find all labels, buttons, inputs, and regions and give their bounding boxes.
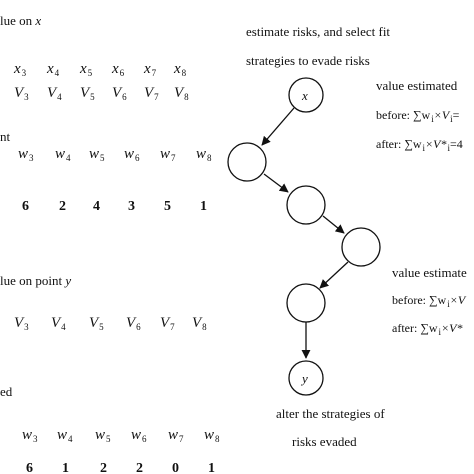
node-y (288, 360, 324, 396)
weight-label: nt (0, 129, 11, 144)
value-estimated-1: value estimated (376, 78, 458, 93)
edge-2-3 (263, 173, 289, 193)
after-formula-2: after: ∑wi×V* (392, 321, 463, 337)
before-formula-2: before: ∑wi×V (392, 293, 466, 309)
bottom-caption-line2: risks evaded (292, 434, 357, 449)
value-on-y-label: lue on point y (0, 273, 72, 288)
top-caption-line2: strategies to evade risks (246, 53, 370, 68)
top-caption-line1: estimate risks, and select fit (246, 24, 391, 39)
node-2 (227, 142, 267, 182)
edge-4-5 (319, 261, 349, 289)
after-formula-1: after: ∑wi×V*i=4 (376, 137, 463, 153)
node-x-label: x (302, 88, 308, 103)
node-4 (341, 227, 381, 267)
value-on-x-label: lue on x (0, 13, 42, 28)
edge-3-4 (322, 215, 345, 234)
bottom-caption-line1: alter the strategies of (276, 406, 385, 421)
evaded-label: ed (0, 384, 13, 399)
node-x (288, 77, 324, 113)
node-5 (286, 283, 326, 323)
before-formula-1: before: ∑wi×Vi= (376, 108, 460, 124)
node-y-label: y (302, 371, 308, 386)
value-estimated-2: value estimate (392, 265, 467, 280)
node-3 (286, 185, 326, 225)
edge-x-2 (261, 107, 295, 146)
